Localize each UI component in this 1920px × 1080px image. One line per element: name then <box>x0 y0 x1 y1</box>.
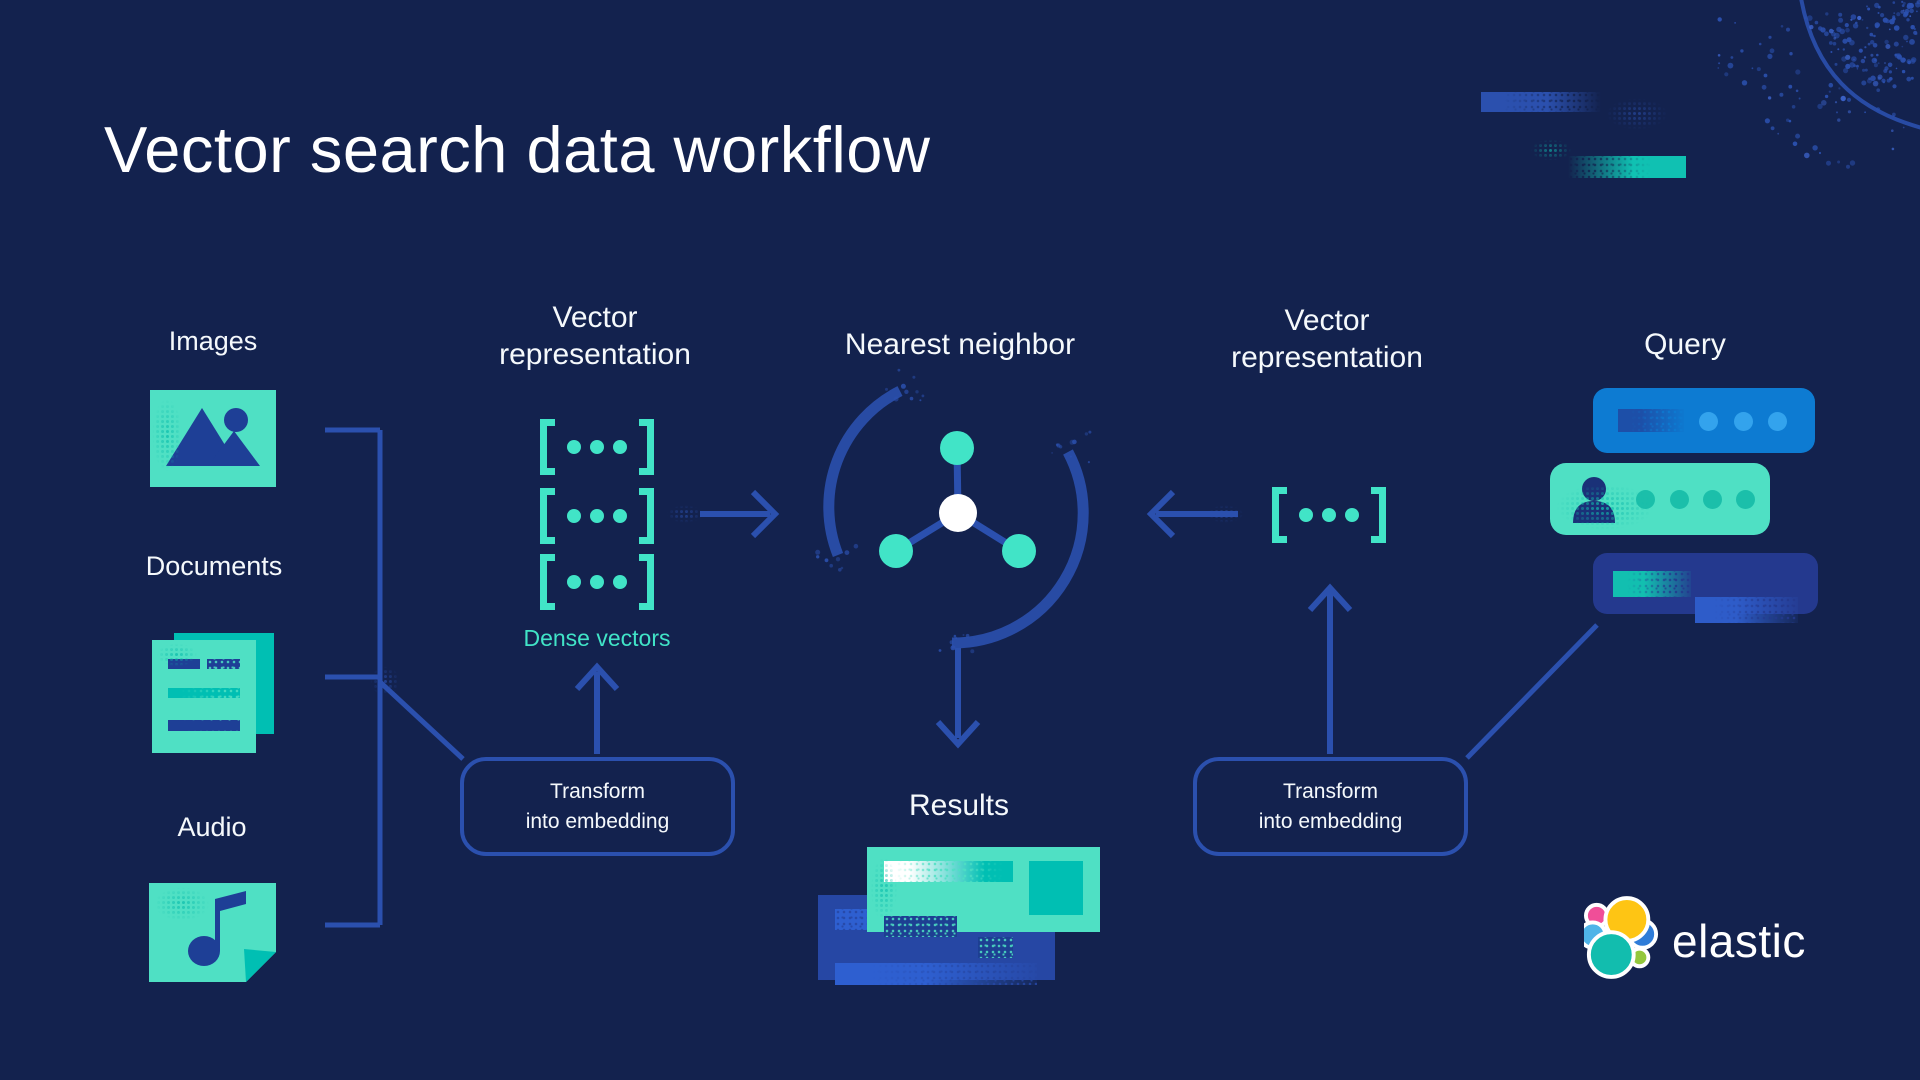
dense-vectors-caption: Dense vectors <box>523 625 671 651</box>
result-cards-icon <box>818 847 1100 985</box>
document-front-page <box>152 640 256 753</box>
transform-into-embedding-box-right: Transform into embedding <box>1193 757 1468 856</box>
text-bar <box>168 721 240 730</box>
text-bar <box>884 861 1013 882</box>
hub-node-teal <box>940 431 974 465</box>
transform-line2: into embedding <box>525 809 670 833</box>
source-label-audio: Audio <box>177 812 247 842</box>
corner-swoosh-icon <box>1717 0 1920 169</box>
text-bar <box>884 916 957 937</box>
bracket-right-icon <box>639 419 654 475</box>
query-row-user <box>1550 463 1770 535</box>
arrow-down-icon <box>935 648 981 749</box>
thumbnail-square <box>1029 861 1083 915</box>
speckle-texture <box>151 885 213 923</box>
text-bar <box>1695 597 1798 623</box>
text-bar <box>978 937 1013 958</box>
bracket-left-icon <box>1272 487 1287 543</box>
hub-edges <box>894 447 1021 554</box>
vector-dots <box>567 509 627 523</box>
hub-node-center <box>939 494 977 532</box>
stage-title-query: Query <box>1644 328 1726 361</box>
elastic-logo <box>1584 896 1659 979</box>
vector-dots <box>567 440 627 454</box>
nearest-neighbor-graph-icon <box>815 368 1092 654</box>
speckle-texture <box>154 642 200 668</box>
stage-title-results: Results <box>908 789 1010 822</box>
text-bar <box>1613 571 1691 597</box>
query-row-blue <box>1593 388 1815 453</box>
transform-line1: Transform <box>1283 780 1378 804</box>
text-bar <box>207 659 240 669</box>
bracket-right-icon <box>1371 487 1386 543</box>
pixel-speckle-teal-decor <box>1528 138 1574 162</box>
arrow-right-icon <box>700 489 780 539</box>
vector-dots <box>567 575 627 589</box>
audio-note-icon <box>149 883 276 982</box>
stage-title-vector-representation-right: Vector representation <box>1231 304 1423 374</box>
arrow-tail-speckle <box>664 504 706 524</box>
dense-vector-row <box>540 554 654 610</box>
hub-node-teal <box>879 534 913 568</box>
dense-vector-row <box>540 488 654 544</box>
arrow-up-left-icon <box>574 662 620 754</box>
dense-vector-row <box>540 419 654 475</box>
brand-lockup: elastic <box>1584 896 1864 986</box>
query-rows-icon <box>1550 388 1820 623</box>
vector-dots <box>1299 508 1359 522</box>
dot <box>1670 490 1689 509</box>
bracket-right-icon <box>639 554 654 610</box>
document-icon <box>152 633 276 753</box>
text-bar <box>168 688 240 698</box>
arrow-tail-speckle <box>1204 504 1246 524</box>
source-label-images: Images <box>168 326 258 356</box>
bracket-left-icon <box>540 554 555 610</box>
source-label-documents: Documents <box>145 551 283 581</box>
transform-line2: into embedding <box>1258 809 1403 833</box>
text-bar <box>835 963 1037 985</box>
result-card-front <box>867 847 1100 958</box>
stage-title-nearest-neighbor: Nearest neighbor <box>844 328 1076 361</box>
page-title: Vector search data workflow <box>104 113 931 186</box>
dot <box>1768 412 1787 431</box>
hub-arc-left <box>823 386 903 558</box>
transform-line1: Transform <box>550 780 645 804</box>
stage-title-vector-representation-left: Vector representation <box>499 301 691 371</box>
hub-node-teal <box>1002 534 1036 568</box>
dot <box>1703 490 1722 509</box>
dot <box>1699 412 1718 431</box>
pixel-bar-teal-decor <box>1568 156 1686 178</box>
dot <box>1736 490 1755 509</box>
speckle-texture <box>150 394 184 476</box>
text-bar <box>1618 409 1684 432</box>
query-to-transform-line <box>1465 623 1599 760</box>
bracket-left-icon <box>540 419 555 475</box>
brand-wordmark: elastic <box>1672 915 1806 967</box>
speckle-texture <box>1550 481 1660 533</box>
dense-vector-row <box>1272 487 1386 543</box>
pixel-bar-blue-decor <box>1481 92 1601 112</box>
arrow-up-right-icon <box>1307 583 1353 754</box>
bracket-left-icon <box>540 488 555 544</box>
pixel-speckle-decor <box>1602 96 1672 132</box>
transform-into-embedding-box-left: Transform into embedding <box>460 757 735 856</box>
text-bar <box>835 909 868 930</box>
bracket-right-icon <box>639 488 654 544</box>
dot <box>1734 412 1753 431</box>
hub-arc-right <box>951 449 1089 649</box>
line-start-speckle <box>368 664 402 698</box>
speckle-texture <box>869 853 899 925</box>
image-icon <box>150 390 276 487</box>
query-row-dark <box>1593 553 1818 623</box>
